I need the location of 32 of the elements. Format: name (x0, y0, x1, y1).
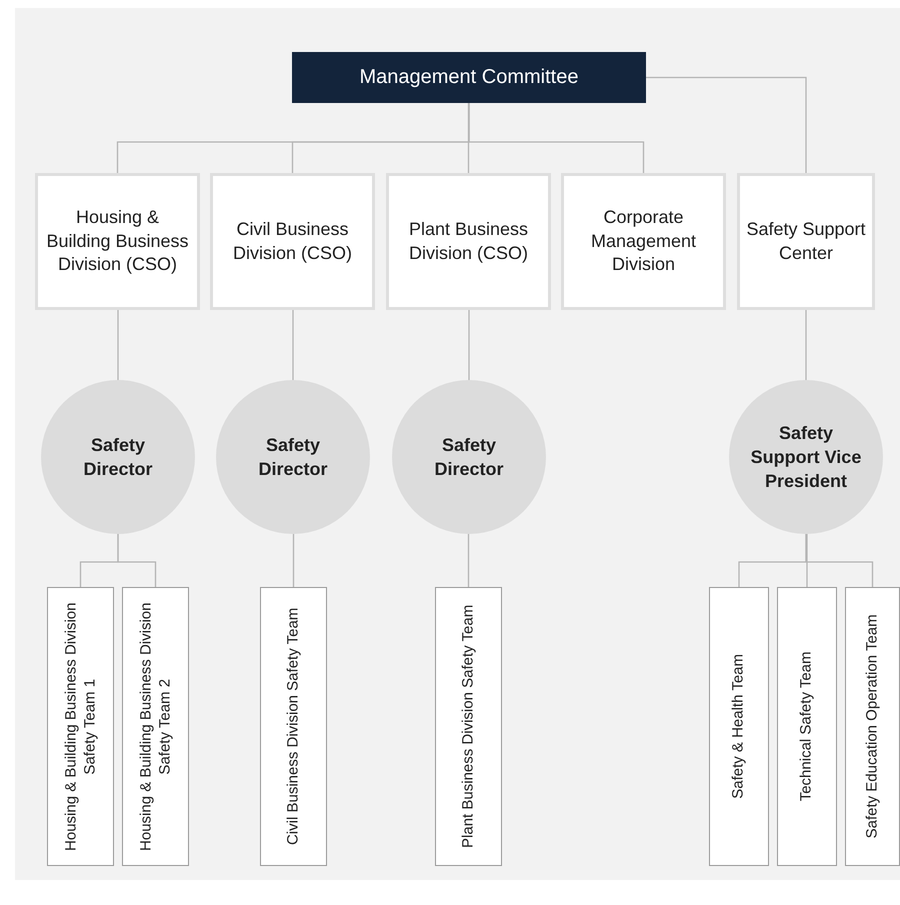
connector-line (646, 76, 807, 173)
team-label: Housing & Building Business Division Safety Team 2 (136, 601, 174, 853)
team-label: Safety Education Operation Team (863, 613, 882, 841)
team-box (709, 587, 769, 866)
connector-line (806, 534, 808, 587)
connector-line (468, 103, 644, 173)
team-label: Technical Safety Team (798, 650, 816, 804)
team-box (777, 587, 837, 866)
team-box (260, 587, 327, 866)
connector-line (292, 534, 294, 587)
connector-line (117, 534, 156, 587)
team-box (435, 587, 502, 866)
connector-line (468, 103, 470, 173)
team-box (845, 587, 900, 866)
team-label: Safety & Health Team (730, 653, 748, 801)
connector-line (292, 310, 294, 380)
team-label: Civil Business Division Safety Team (284, 606, 302, 848)
division-box: Corporate Management Division (561, 173, 726, 310)
committee-box: Management Committee (292, 52, 646, 103)
team-label: Housing & Building Business Division Safety Team 1 (62, 601, 99, 853)
connector-line (805, 310, 807, 380)
connector-line (468, 310, 470, 380)
division-box: Safety Support Center (737, 173, 875, 310)
division-box: Plant Business Division (CSO) (386, 173, 551, 310)
team-label: Plant Business Division Safety Team (459, 604, 478, 850)
division-box: Housing & Building Business Division (CSO) (35, 173, 200, 310)
division-box: Civil Business Division (CSO) (210, 173, 375, 310)
connector-line (805, 534, 874, 587)
team-box (122, 587, 189, 866)
connector-line (468, 534, 470, 587)
connector-line (117, 310, 119, 380)
team-box (47, 587, 114, 866)
